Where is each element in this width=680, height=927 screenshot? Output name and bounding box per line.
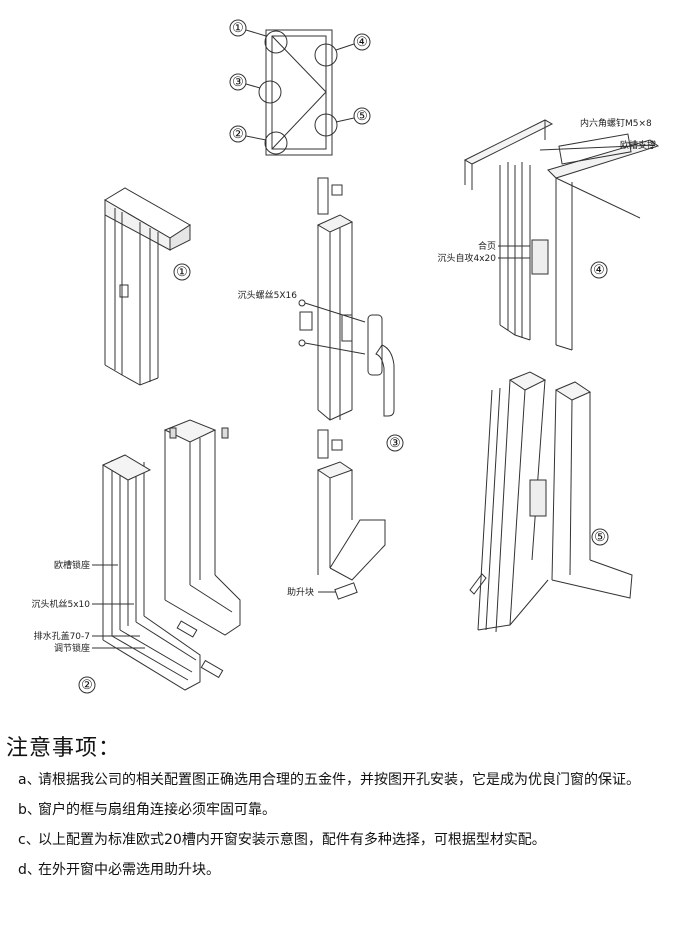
note-key: b、: [18, 802, 41, 818]
label-lift-block: 助升块: [287, 586, 314, 598]
note-text: 窗户的框与扇组角连接必须牢固可靠。: [38, 802, 276, 818]
label-hex-socket-screw: 内六角螺钉M5×8: [580, 117, 652, 129]
note-key: a、: [18, 772, 41, 788]
label-hinge: 合页: [478, 240, 496, 252]
note-key: d、: [18, 862, 41, 878]
figure-5-number: ⑤: [594, 530, 606, 545]
figure-3-number: ③: [389, 436, 401, 451]
figure-4-number: ④: [593, 263, 605, 278]
overview-marker-4: ④: [356, 35, 368, 50]
label-euro-groove-support: 欧槽支撑: [620, 139, 656, 151]
figure-2-number: ②: [81, 678, 93, 693]
figure-1-frame-profile: [104, 187, 191, 386]
overview-marker-2: ②: [232, 127, 244, 142]
figure-5-corner-assembly: [469, 371, 633, 633]
overview-marker-5: ⑤: [356, 109, 368, 124]
window-overview: [229, 19, 371, 156]
note-item: b、窗户的框与扇组角连接必须牢固可靠。: [18, 798, 674, 822]
label-euro-groove-lock-seat: 欧槽锁座: [54, 559, 90, 571]
figure-3-handle-assembly: [298, 177, 404, 600]
note-item: a、请根据我公司的相关配置图正确选用合理的五金件，并按图开孔安装，它是成为优良门…: [18, 768, 674, 792]
note-item: d、在外开窗中必需选用助升块。: [18, 858, 674, 882]
figure-4-hinge-assembly: [463, 119, 660, 351]
figure-1-number: ①: [176, 265, 188, 280]
label-self-tapping-screw: 沉头自攻4x20: [437, 252, 496, 264]
notes-title: 注意事项：: [6, 736, 122, 761]
note-text: 请根据我公司的相关配置图正确选用合理的五金件，并按图开孔安装，它是成为优良门窗的…: [38, 772, 640, 788]
note-text: 在外开窗中必需选用助升块。: [38, 862, 220, 878]
label-drain-hole-cover: 排水孔盖70-7: [34, 630, 90, 642]
note-key: c、: [18, 832, 40, 848]
label-adjustable-lock-seat: 调节锁座: [54, 642, 90, 654]
figure-2-corner-assembly: [78, 419, 241, 694]
note-text: 以上配置为标准欧式20槽内开窗安装示意图，配件有多种选择，可根据型材实配。: [38, 832, 546, 848]
label-countersunk-screw-5x16: 沉头螺丝5X16: [238, 289, 298, 301]
hardware-installation-diagram: ① ③ ② ④ ⑤ ① ② ③ ④ ⑤ 欧槽锁座 沉头机丝5x10 排水孔盖70…: [31, 19, 660, 694]
note-item: c、以上配置为标准欧式20槽内开窗安装示意图，配件有多种选择，可根据型材实配。: [18, 828, 674, 852]
overview-marker-1: ①: [232, 21, 244, 36]
overview-marker-3: ③: [232, 75, 244, 90]
label-countersunk-machine-screw: 沉头机丝5x10: [31, 598, 90, 610]
notes-section: 注意事项： a、请根据我公司的相关配置图正确选用合理的五金件，并按图开孔安装，它…: [6, 730, 674, 888]
